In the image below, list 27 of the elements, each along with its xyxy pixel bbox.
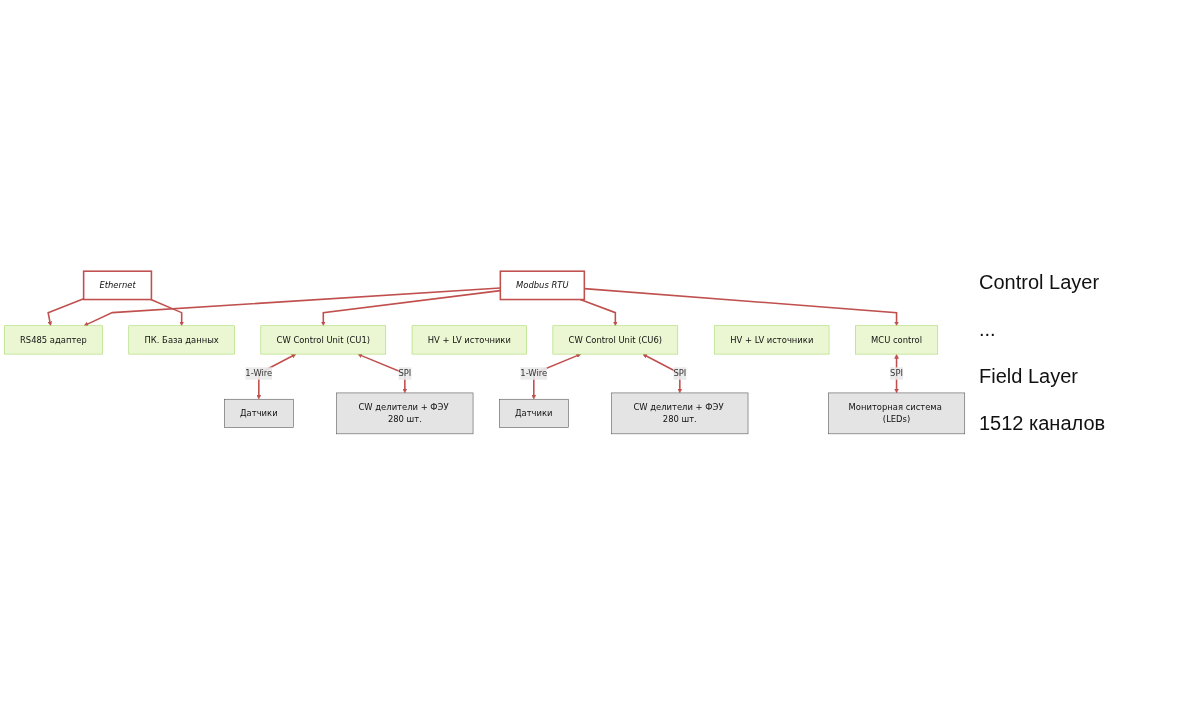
node-box: RS485 адаптер	[4, 325, 103, 355]
node-box: HV + LV источники	[714, 325, 830, 355]
edge-label: 1-Wire	[245, 368, 273, 379]
node-box: Датчики	[499, 399, 569, 429]
arrow	[150, 299, 184, 327]
note-label: 1512 каналов	[979, 412, 1107, 435]
node-box: Modbus RTU	[499, 270, 586, 301]
node-box: MCU control	[855, 325, 939, 355]
node-box: CW Control Unit (CU1)	[260, 325, 387, 355]
arrow	[47, 298, 85, 327]
arrow	[357, 354, 408, 394]
edge-label: 1-Wire	[520, 368, 548, 379]
node-box: CW делители + ФЭУ 280 шт.	[336, 393, 474, 435]
note-label: ...	[979, 318, 997, 341]
arrow	[642, 354, 683, 394]
node-box: CW Control Unit (CU6)	[552, 325, 679, 355]
node-box: ПК. База данных	[128, 325, 235, 355]
edge-label: SPI	[890, 368, 903, 379]
node-box: Ethernet	[82, 270, 153, 301]
node-box: CW делители + ФЭУ 280 шт.	[611, 393, 749, 435]
note-label: Field Layer	[979, 365, 1079, 388]
node-box: Мониторная система (LEDs)	[828, 393, 965, 435]
edge-label: SPI	[398, 368, 412, 379]
edge-label: SPI	[673, 368, 687, 379]
node-box: Датчики	[224, 399, 294, 429]
node-box: HV + LV источники	[411, 325, 527, 355]
note-label: Control Layer	[979, 271, 1101, 294]
